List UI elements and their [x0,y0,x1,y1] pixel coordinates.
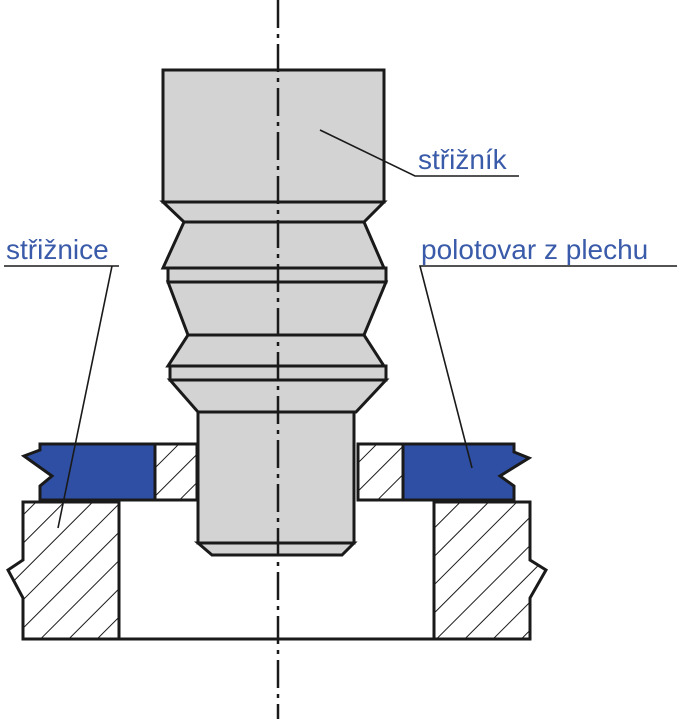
label-punch: střižník [418,144,507,175]
die-right-block [432,500,549,641]
sheet-sheared-right [356,442,405,502]
leader-die-diagonal [57,265,113,529]
punch-shank [196,410,356,545]
leader-punch [319,129,519,177]
punch-head [161,68,386,204]
leader-blank [418,265,677,469]
punch-body-3 [165,333,387,368]
label-blank: polotovar z plechu [421,234,649,265]
sheet-right [401,442,533,502]
leader-lines [4,129,677,529]
sheet-sheared-left [153,442,199,502]
punch-taper-1 [159,200,388,224]
sheet-left [20,442,157,502]
punch-tip [193,541,358,557]
label-die: střižnice [6,234,109,265]
die-left-block [6,500,121,641]
punch-body-1 [160,220,387,270]
